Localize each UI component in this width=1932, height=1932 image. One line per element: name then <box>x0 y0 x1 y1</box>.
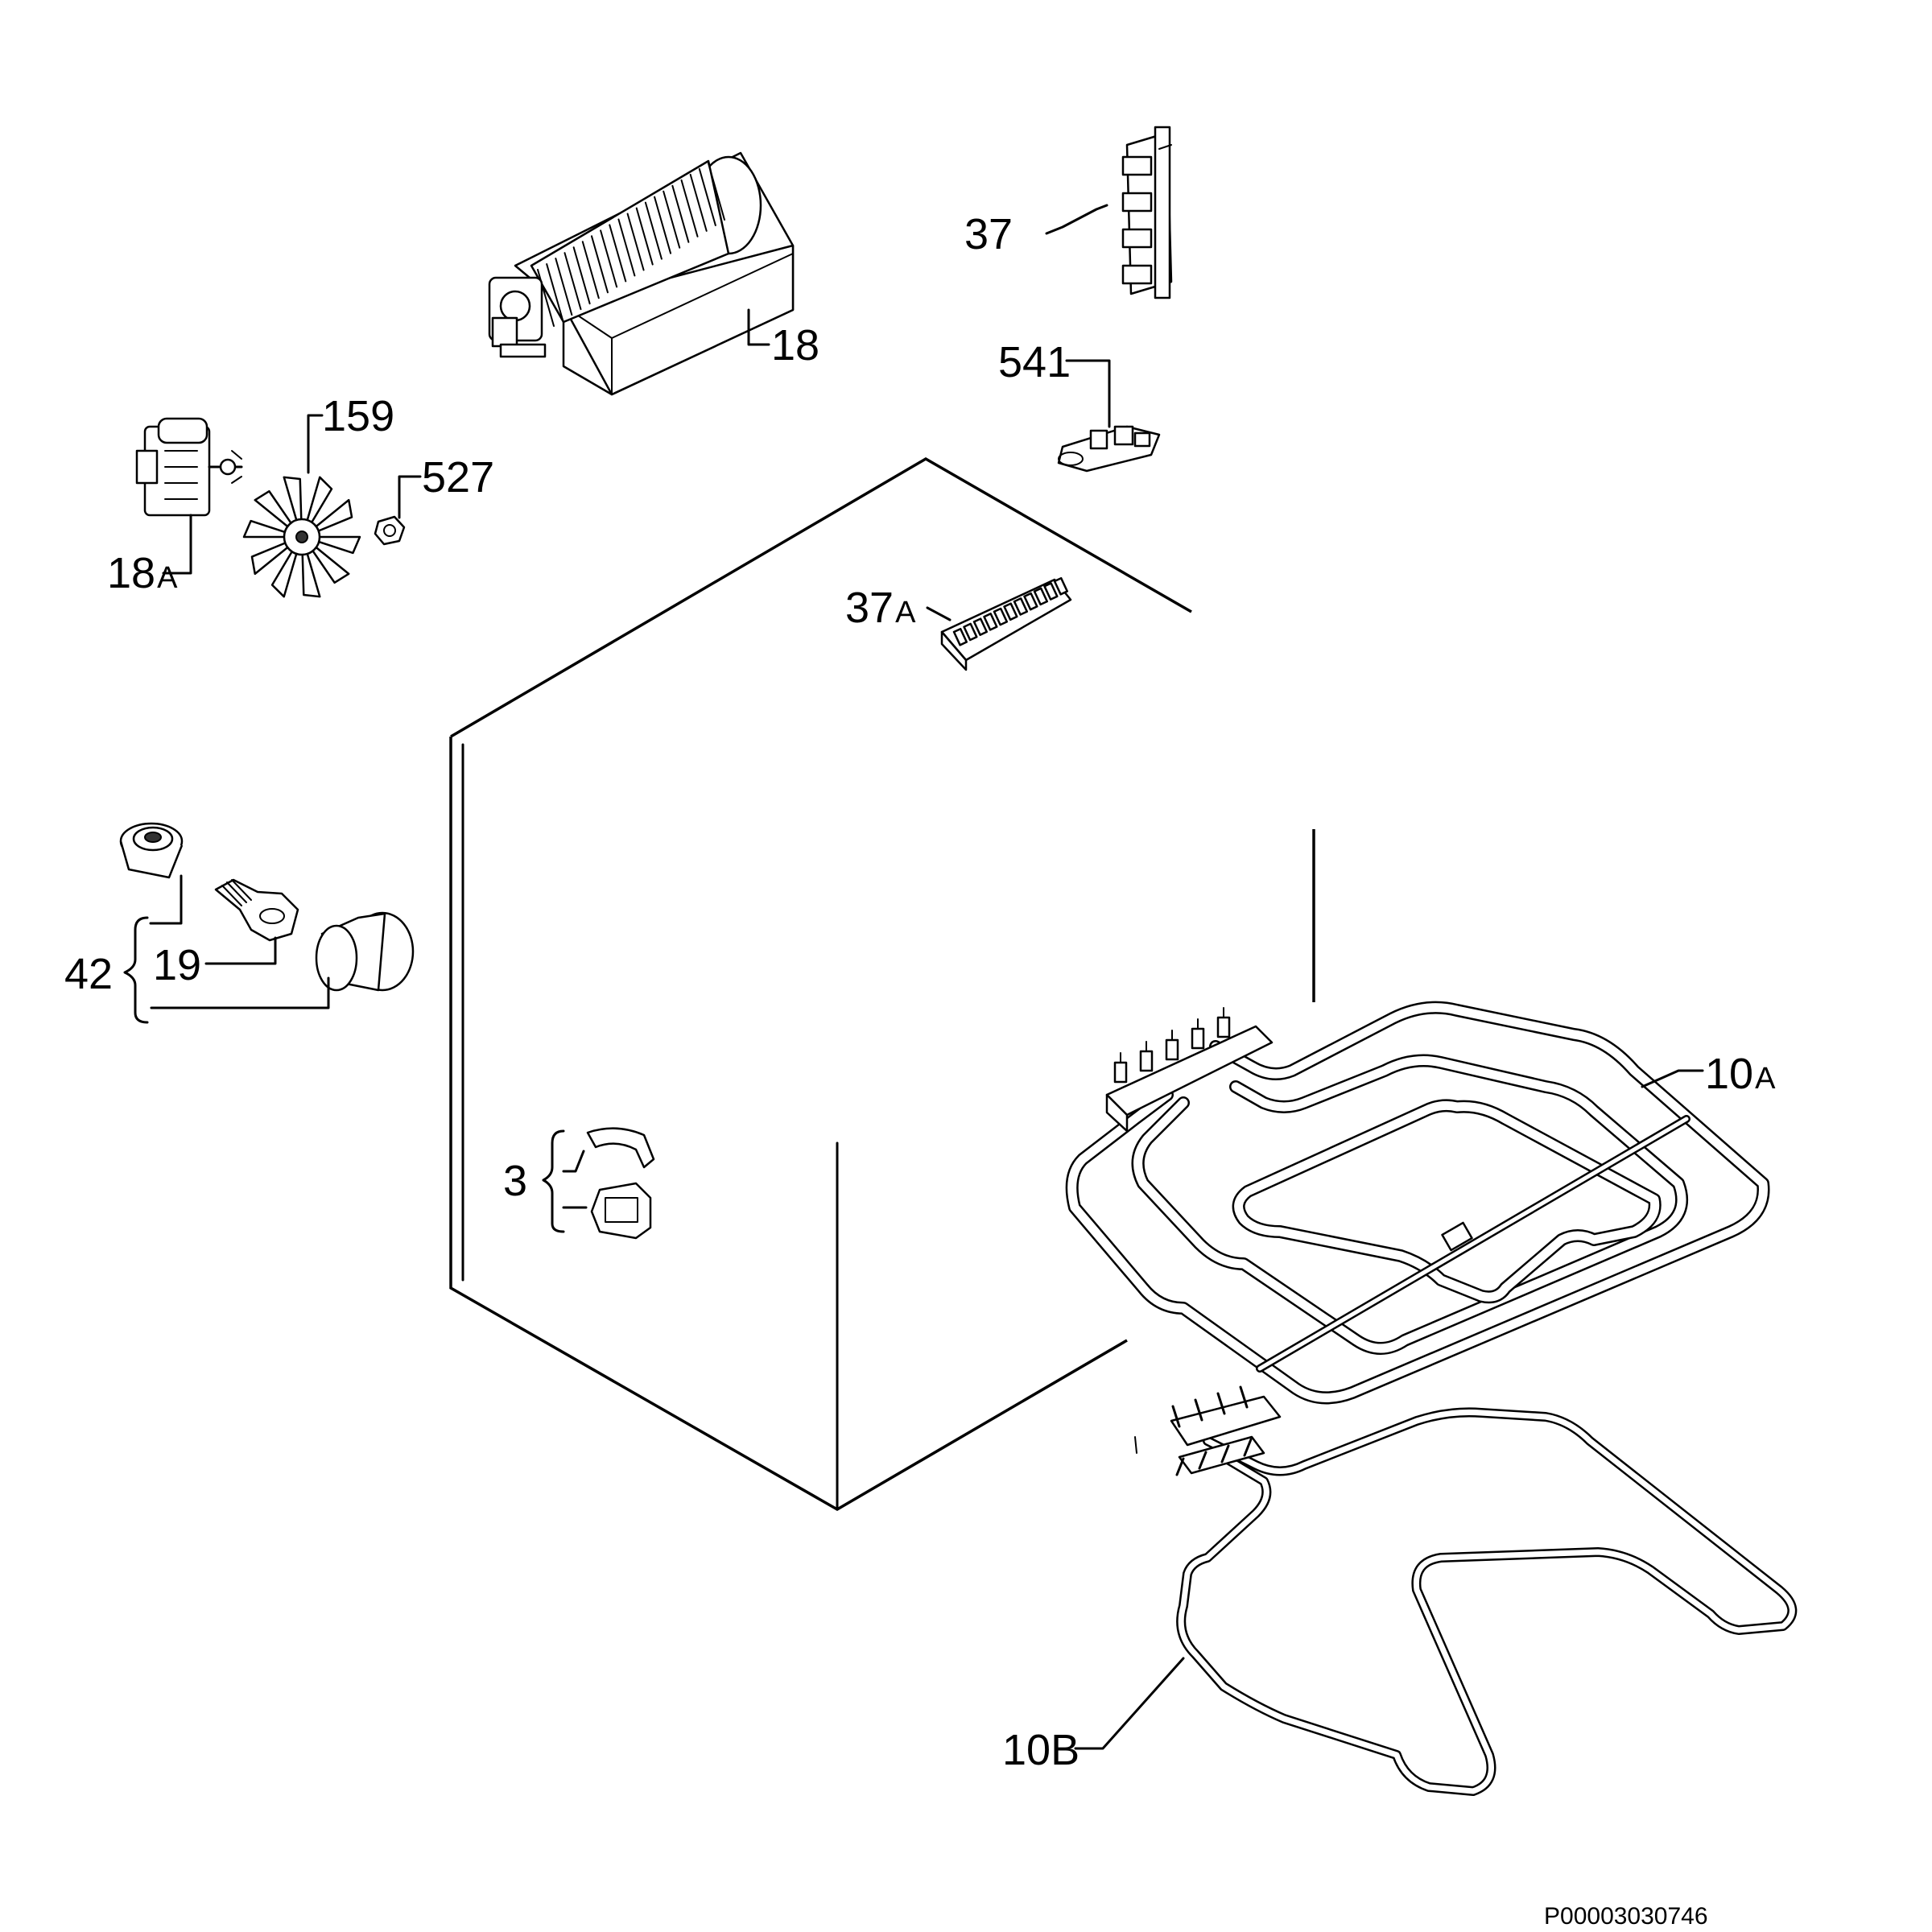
terminal-strip <box>940 576 1072 671</box>
callout-terminal-strip: 37A <box>845 584 916 632</box>
lamp-cover <box>315 911 415 992</box>
callout-terminal-block: 37 <box>964 210 1013 258</box>
callout-clip-set: 3 <box>503 1157 527 1205</box>
tangential-fan <box>488 151 795 396</box>
clip-upper <box>586 1127 655 1169</box>
callout-fan-assembly: 18 <box>771 321 819 369</box>
callout-thermostat: 541 <box>998 338 1071 386</box>
lamp-holder <box>119 822 184 879</box>
thermostat <box>1057 425 1161 473</box>
terminal-block <box>1121 126 1173 299</box>
oven-cavity <box>449 456 1315 1512</box>
fan-motor <box>135 417 243 517</box>
callout-lamp-set: 42 <box>64 950 113 998</box>
callout-nut: 527 <box>422 453 494 502</box>
bottom-element <box>1134 1385 1798 1796</box>
callout-fan-blade: 159 <box>322 392 394 440</box>
callout-lamp-bulb: 19 <box>153 941 201 989</box>
reference-number: P00003030746 <box>1544 1903 1708 1930</box>
grill-element <box>1065 1001 1770 1405</box>
callout-bottom-element: 10B <box>1002 1726 1080 1774</box>
fan-blade <box>242 476 361 598</box>
nut <box>374 515 406 546</box>
lamp-bulb <box>214 878 299 942</box>
callout-grill-element: 10A <box>1705 1050 1776 1098</box>
callout-fan-motor: 18A <box>107 549 178 597</box>
clip-lower <box>590 1182 652 1240</box>
